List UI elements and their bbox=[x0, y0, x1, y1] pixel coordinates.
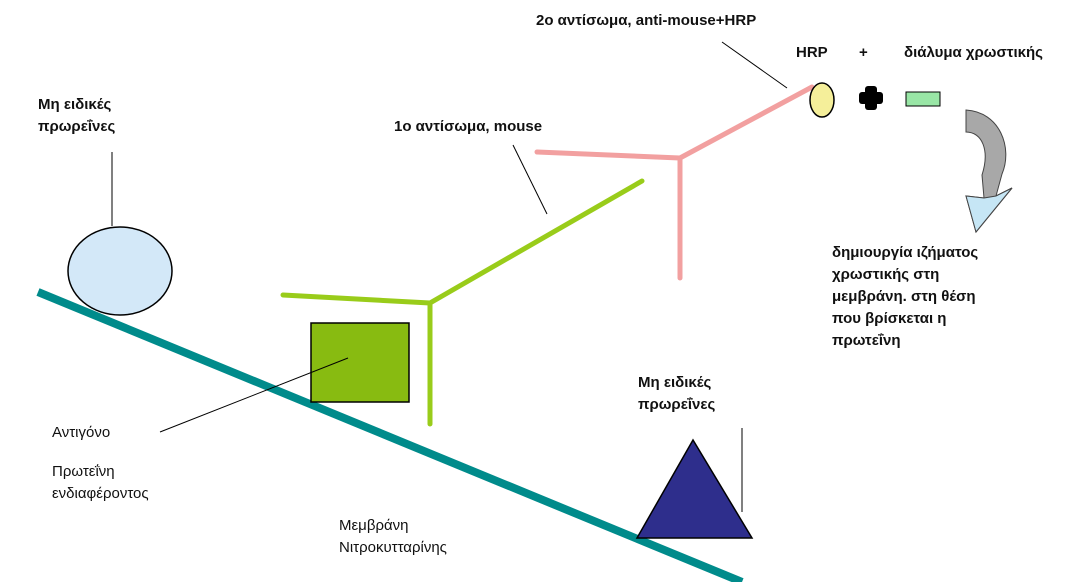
chromogen-solution-label: διάλυμα χρωστικής bbox=[904, 44, 1043, 61]
primary-antibody-shape bbox=[280, 178, 645, 427]
primary-antibody-label: 1ο αντίσωμα, mouse bbox=[394, 118, 543, 135]
primary-antibody-pointer bbox=[512, 144, 548, 215]
secondary-antibody-pointer bbox=[721, 41, 788, 89]
nonspecific-proteins-right-label: Μη ειδικές πρωρεΐνες bbox=[638, 374, 716, 413]
antigen-pointer bbox=[159, 357, 349, 433]
nonspecific-protein-triangle bbox=[635, 438, 754, 539]
precipitate-label: δημιουργία ιζήματος χρωστικής στη μεμβρά… bbox=[832, 244, 979, 349]
nonspecific-protein-ellipse bbox=[67, 226, 173, 316]
membrane-label: Μεμβράνη Νιτροκυτταρίνης bbox=[339, 517, 447, 556]
plus-label: + bbox=[859, 44, 868, 61]
hrp-label: HRP bbox=[796, 44, 828, 61]
membrane-line bbox=[36, 288, 744, 582]
nonspecific-proteins-top-label: Μη ειδικές πρωρεΐνες bbox=[38, 96, 116, 135]
secondary-antibody-label: 2ο αντίσωμα, anti-mouse+HRP bbox=[536, 12, 757, 29]
chromogen-rectangle bbox=[905, 91, 941, 107]
antigen-square bbox=[310, 322, 410, 403]
protein-of-interest-label: Πρωτεΐνη ενδιαφέροντος bbox=[52, 463, 149, 502]
hrp-ellipse bbox=[809, 82, 835, 118]
secondary-antibody-shape bbox=[534, 84, 815, 281]
antigen-label: Αντιγόνο bbox=[52, 424, 111, 441]
curved-arrow-icon bbox=[965, 109, 1013, 234]
plus-cross-icon bbox=[859, 86, 883, 110]
